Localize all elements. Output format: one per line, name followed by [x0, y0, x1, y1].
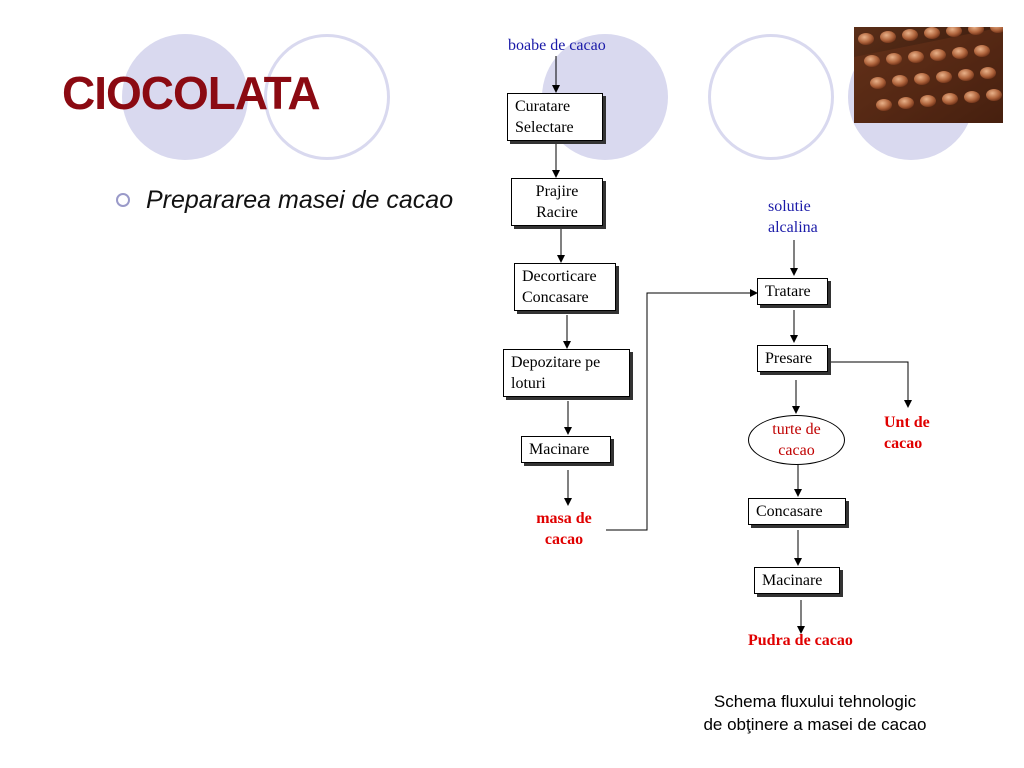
- step-label: Depozitare pe: [511, 354, 601, 371]
- chocolate-piece: [986, 89, 1002, 101]
- chocolate-piece: [864, 55, 880, 67]
- decor-circle: [264, 34, 390, 160]
- caption-line: Schema fluxului tehnologic: [713, 692, 917, 711]
- chocolate-piece: [946, 27, 962, 37]
- step-roasting-cooling: Prajire Racire: [511, 178, 603, 226]
- chocolate-piece: [936, 71, 952, 83]
- chocolate-photo: [854, 27, 1003, 123]
- step-label: Macinare: [762, 572, 823, 589]
- chocolate-piece: [930, 49, 946, 61]
- step-label: Macinare: [529, 441, 590, 458]
- page-title: CIOCOLATA: [62, 67, 321, 119]
- chocolate-piece: [876, 99, 892, 111]
- step-label: Decorticare: [522, 268, 597, 285]
- step-label: Selectare: [515, 119, 574, 136]
- step-label: Prajire: [535, 183, 579, 200]
- chocolate-piece: [964, 91, 980, 103]
- step-grinding: Macinare: [521, 436, 611, 463]
- step-shelling-crushing: Decorticare Concasare: [514, 263, 616, 311]
- chocolate-piece: [952, 47, 968, 59]
- step-label: Concasare: [756, 503, 823, 520]
- chocolate-piece: [880, 31, 896, 43]
- chocolate-piece: [870, 77, 886, 89]
- chocolate-piece: [886, 53, 902, 65]
- step-batch-storage: Depozitare pe loturi: [503, 349, 630, 397]
- chocolate-piece: [858, 33, 874, 45]
- output-line: Unt de: [884, 414, 930, 431]
- input-label-alkaline-line2: alcalina: [768, 219, 818, 236]
- input-label-beans: boabe de cacao: [508, 37, 606, 54]
- step-label: Curatare: [515, 98, 571, 115]
- step-label: Presare: [765, 350, 813, 367]
- step-crushing: Concasare: [748, 498, 846, 525]
- step-label: Tratare: [765, 283, 811, 300]
- chocolate-piece: [968, 27, 984, 35]
- output-line: cacao: [544, 531, 584, 548]
- chocolate-piece: [924, 27, 940, 39]
- chocolate-piece: [920, 95, 936, 107]
- chocolate-piece: [942, 93, 958, 105]
- chocolate-piece: [980, 67, 996, 79]
- chocolate-piece: [898, 97, 914, 109]
- output-line: masa de: [536, 510, 592, 527]
- chocolate-piece: [908, 51, 924, 63]
- step-label: Racire: [536, 204, 578, 221]
- step-treatment: Tratare: [757, 278, 828, 305]
- chocolate-piece: [974, 45, 990, 57]
- ellipse-line: cacao: [778, 442, 815, 459]
- chocolate-piece: [902, 29, 918, 41]
- output-cocoa-butter: Unt de cacao: [884, 412, 930, 454]
- step-pressing: Presare: [757, 345, 828, 372]
- output-cocoa-powder: Pudra de cacao: [748, 632, 853, 649]
- output-line: cacao: [884, 435, 923, 452]
- input-label-alkaline-line1: solutie: [768, 198, 811, 215]
- chocolate-piece: [958, 69, 974, 81]
- chocolate-piece: [892, 75, 908, 87]
- chocolate-piece: [914, 73, 930, 85]
- step-label: Concasare: [522, 289, 589, 306]
- bullet-icon: [116, 193, 130, 207]
- step-grinding-powder: Macinare: [754, 567, 840, 594]
- bullet-text: Prepararea masei de cacao: [146, 186, 454, 214]
- input-label-alkaline: solutie alcalina: [768, 196, 818, 238]
- decor-circle: [708, 34, 834, 160]
- ellipse-line: turte de: [772, 421, 821, 438]
- byproduct-cocoa-cake: turte de cacao: [748, 415, 845, 465]
- step-label: loturi: [511, 375, 546, 392]
- diagram-caption: Schema fluxului tehnologic de obţinere a…: [680, 690, 950, 736]
- step-cleaning-selection: Curatare Selectare: [507, 93, 603, 141]
- decor-circle: [122, 34, 248, 160]
- caption-line: de obţinere a masei de cacao: [703, 715, 927, 734]
- output-cocoa-mass: masa de cacao: [528, 508, 600, 550]
- chocolate-piece: [990, 27, 1003, 33]
